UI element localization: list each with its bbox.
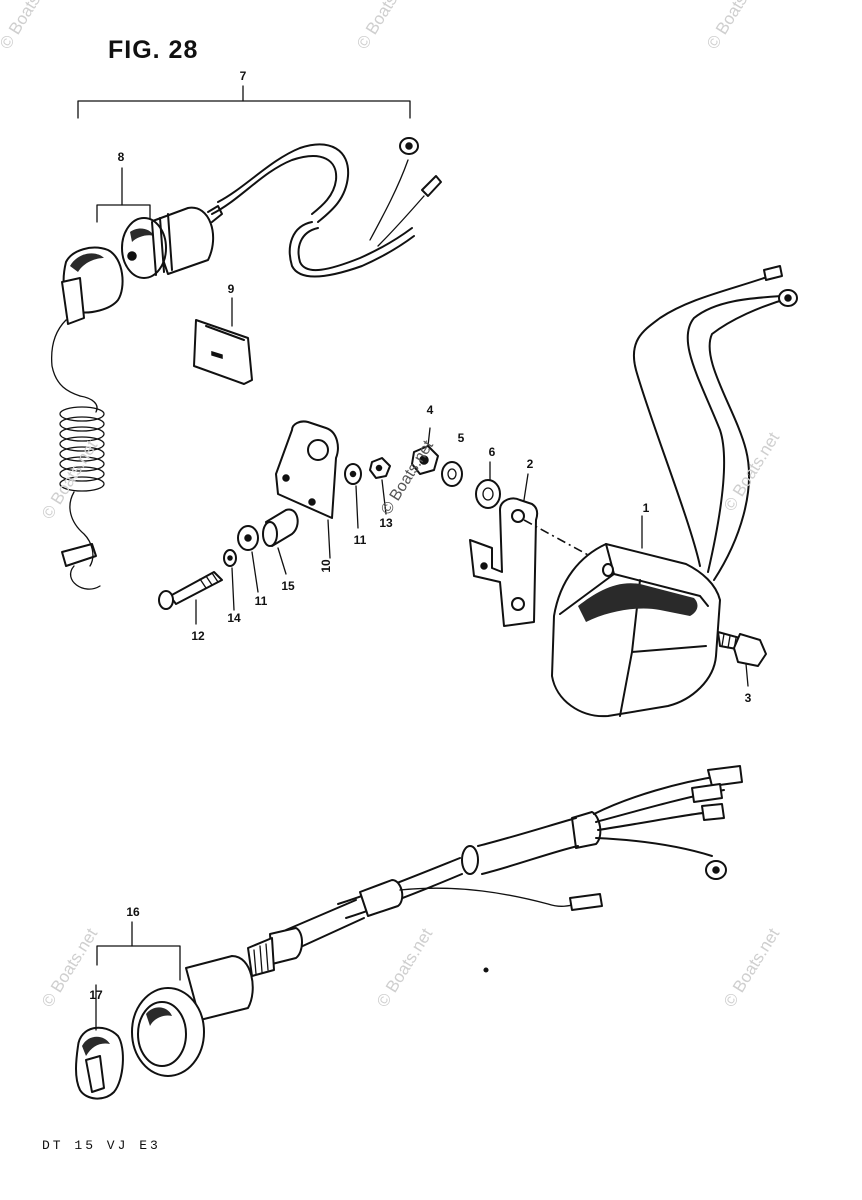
part-3-bolt (717, 631, 767, 667)
callout-1: 1 (642, 501, 650, 515)
part-17-cap (75, 1026, 124, 1100)
hardware-washer-11b (237, 525, 259, 551)
callout-7: 7 (239, 69, 247, 83)
callout-14: 14 (227, 611, 241, 625)
bracket-7 (77, 85, 411, 119)
hardware-washer-11a (344, 463, 362, 485)
part-1-cdi-unit (551, 265, 798, 718)
callout-13: 13 (379, 516, 393, 530)
part-10-bracket (275, 420, 339, 519)
callout-8: 8 (117, 150, 125, 164)
callout-17: 17 (89, 988, 103, 1002)
callout-10: 10 (319, 559, 333, 573)
callout-11b: 11 (254, 594, 268, 608)
part-9-plate (193, 319, 253, 385)
part-2-bracket (469, 497, 539, 627)
bracket-16 (96, 921, 181, 981)
part-16-harness (131, 765, 743, 1077)
callout-6: 6 (488, 445, 496, 459)
hardware-washer-5 (441, 461, 463, 487)
hardware-spacer-15 (262, 508, 299, 547)
hardware-nut-13 (369, 457, 391, 479)
callout-12: 12 (191, 629, 205, 643)
hardware-washer-6 (475, 479, 501, 509)
emergency-stop-switch-assembly (50, 137, 442, 590)
bracket-8 (96, 167, 151, 223)
lanyard-coil (59, 406, 105, 492)
callout-15: 15 (281, 579, 295, 593)
callout-3: 3 (744, 691, 752, 705)
leader-lines (95, 297, 749, 1031)
callout-4: 4 (426, 403, 434, 417)
callout-16: 16 (126, 905, 140, 919)
hardware-bolt-12 (158, 571, 223, 610)
hardware-washer-14 (223, 549, 237, 567)
callout-2: 2 (526, 457, 534, 471)
hardware-nut-4 (411, 427, 439, 475)
model-code: DT 15 VJ E3 (42, 1138, 161, 1153)
figure-title: FIG. 28 (108, 36, 199, 64)
callout-9: 9 (227, 282, 235, 296)
callout-11a: 11 (353, 533, 367, 547)
callout-5: 5 (457, 431, 465, 445)
